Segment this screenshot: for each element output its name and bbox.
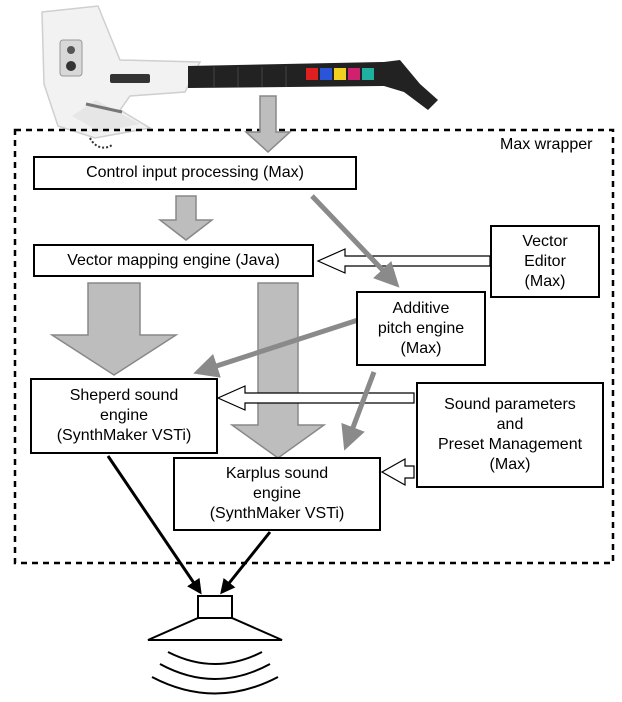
sheperd-sound-engine-label: Sheperd sound engine (SynthMaker VSTi) bbox=[56, 387, 192, 444]
arrow-params-to-karplus bbox=[380, 457, 415, 487]
arrow-editor-to-vector bbox=[316, 248, 491, 274]
arrow-karplus-to-speaker bbox=[220, 531, 272, 595]
vector-editor-box: Vector Editor (Max) bbox=[490, 225, 600, 298]
arrow-vector-to-karplus bbox=[229, 282, 327, 459]
max-wrapper-label: Max wrapper bbox=[500, 136, 593, 153]
arrow-control-to-additive bbox=[310, 194, 400, 288]
arrow-control-to-vector bbox=[157, 195, 215, 241]
karplus-sound-engine-label: Karplus sound engine (SynthMaker VSTi) bbox=[209, 465, 345, 522]
arrow-vector-to-sheperd bbox=[49, 282, 179, 376]
arrow-additive-to-sheperd bbox=[193, 317, 359, 378]
control-input-processing-label: Control input processing (Max) bbox=[86, 164, 304, 181]
vector-editor-label: Vector Editor (Max) bbox=[522, 232, 568, 290]
max-wrapper-border bbox=[13, 128, 615, 565]
sheperd-sound-engine-box: Sheperd sound engine (SynthMaker VSTi) bbox=[30, 378, 218, 454]
sound-parameters-label: Sound parameters and Preset Management (… bbox=[437, 396, 583, 473]
control-input-processing-box: Control input processing (Max) bbox=[33, 156, 357, 190]
additive-pitch-engine-label: Additive pitch engine (Max) bbox=[377, 299, 465, 357]
arrow-guitar-to-control bbox=[244, 95, 292, 154]
arrow-additive-to-karplus bbox=[341, 371, 377, 451]
arrow-params-to-sheperd bbox=[216, 385, 415, 411]
speaker-icon bbox=[147, 595, 283, 695]
sound-parameters-box: Sound parameters and Preset Management (… bbox=[416, 382, 604, 488]
additive-pitch-engine-box: Additive pitch engine (Max) bbox=[356, 291, 486, 366]
vector-mapping-engine-box: Vector mapping engine (Java) bbox=[33, 244, 314, 277]
arrow-sheperd-to-speaker bbox=[106, 455, 202, 595]
vector-mapping-engine-label: Vector mapping engine (Java) bbox=[67, 251, 280, 269]
karplus-sound-engine-box: Karplus sound engine (SynthMaker VSTi) bbox=[173, 457, 381, 531]
guitar-controller-icon bbox=[41, 5, 438, 149]
